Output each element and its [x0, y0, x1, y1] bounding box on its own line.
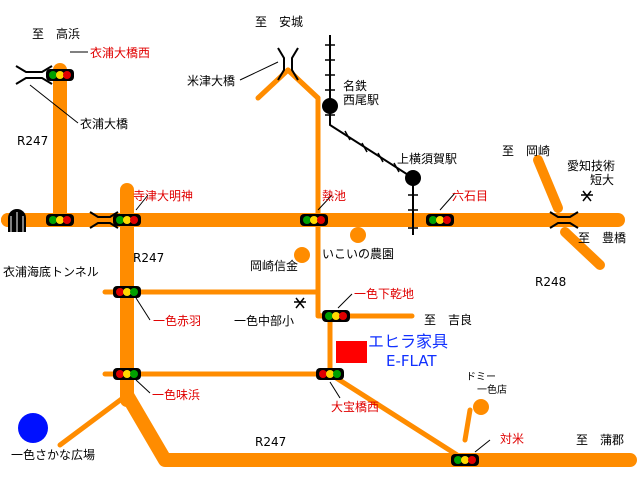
place-aichi-gijutsu-tandai: 愛知技術短大	[567, 159, 615, 187]
route-label-r248: R248	[535, 275, 566, 289]
direction-kira: 至 吉良	[424, 312, 472, 327]
intersection-kinuura-ohashi-nishi: 衣浦大橋西	[90, 45, 150, 60]
intersection-terazu-daimyojin: 寺津大明神	[133, 189, 193, 203]
road-taiho-taibei	[327, 371, 468, 463]
place-kinuura-kaitei-tunnel: 衣浦海底トンネル	[3, 264, 99, 279]
direction-okazaki: 至 岡崎	[502, 144, 550, 158]
direction-takahama: 至 高浜	[32, 26, 80, 41]
route-label-r247: R247	[255, 435, 286, 449]
station-icon	[405, 170, 421, 186]
place-kinuura-ohashi: 衣浦大橋	[80, 116, 128, 131]
station-icon	[322, 98, 338, 114]
signal-icon	[113, 286, 141, 298]
intersection-taibei: 対米	[500, 432, 524, 446]
road-yonezu-approach	[255, 67, 321, 101]
place-ikoi-nouen: いこいの農園	[322, 247, 394, 261]
direction-gamagori: 至 蒲郡	[576, 433, 624, 447]
signal-icon	[113, 214, 141, 226]
direction-anjo: 至 安城	[255, 14, 303, 29]
place-kamiyokosuka-eki: 上横須賀駅	[397, 152, 457, 166]
store-name-en: E-FLAT	[386, 352, 437, 370]
leader-lines	[29, 51, 491, 453]
signal-icon	[300, 214, 328, 226]
route-label-r247: R247	[133, 251, 164, 265]
intersection-isshiki-shimokanchi: 一色下乾地	[354, 287, 414, 301]
tunnel-icon	[8, 209, 26, 232]
road-sakana	[57, 392, 130, 448]
road-to-okazaki	[533, 155, 563, 213]
school-icon	[581, 190, 593, 202]
place-domy-isshiki: ドミー一色店	[466, 372, 507, 396]
intersection-taiho-hashi-nishi: 大宝橋西	[331, 400, 379, 414]
store-name: エヒラ家具	[368, 332, 448, 351]
okazaki-shinkin-marker	[294, 247, 310, 263]
signals	[46, 69, 479, 466]
bridge-icon	[549, 211, 579, 229]
direction-toyohashi: 至 豊橋	[578, 231, 626, 245]
railway	[325, 35, 418, 235]
intersection-atsuike: 熱池	[322, 189, 346, 203]
signal-icon	[451, 454, 479, 466]
store-marker	[336, 341, 367, 363]
place-yonezu-ohashi: 米津大橋	[187, 74, 235, 88]
sakana-hiroba-marker	[18, 413, 48, 443]
rail-line	[329, 35, 414, 235]
signal-icon	[46, 69, 74, 81]
signal-icon	[316, 368, 344, 380]
intersection-isshiki-akaba: 一色赤羽	[153, 314, 201, 328]
signal-icon	[46, 214, 74, 226]
intersection-rokkokume: 六石目	[452, 189, 488, 203]
route-label-r247: R247	[17, 134, 48, 148]
signal-icon	[426, 214, 454, 226]
domy-marker	[473, 399, 489, 415]
road-domy	[462, 407, 473, 443]
bridge-icon	[277, 47, 299, 81]
place-isshiki-sakana-hiroba: 一色さかな広場	[11, 448, 95, 462]
bridge-icon	[15, 65, 53, 85]
school-icon	[294, 297, 306, 309]
bridge-icon	[89, 211, 119, 229]
signal-icon	[322, 310, 350, 322]
place-meitetsu-nishio-eki: 名鉄西尾駅	[343, 78, 379, 107]
place-okazaki-shinkin: 岡崎信金	[250, 258, 298, 273]
intersection-isshiki-ajihama: 一色味浜	[152, 388, 200, 402]
place-isshiki-chubu-sho: 一色中部小	[234, 313, 294, 328]
signal-icon	[113, 368, 141, 380]
ikoi-nouen-marker	[350, 227, 366, 243]
road-r248	[560, 227, 605, 270]
